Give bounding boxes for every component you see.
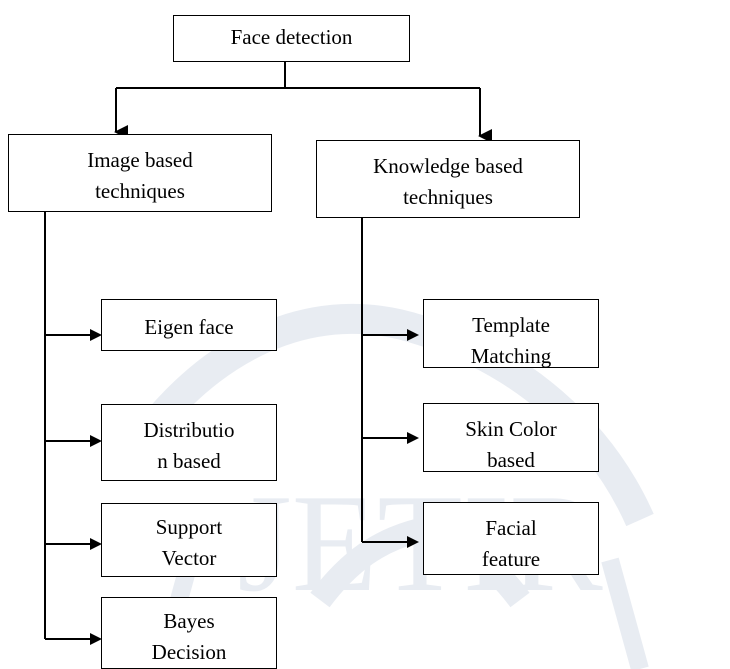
support-vector-box: Support Vector [101, 503, 277, 577]
eigen-face-label: Eigen face [144, 315, 234, 339]
distribution-based-line1: Distributio [143, 418, 235, 442]
facial-feature-box: Facial feature [423, 502, 599, 575]
support-vector-line1: Support [155, 515, 223, 539]
knowledge-based-box: Knowledge based techniques [316, 140, 580, 218]
face-detection-label: Face detection [230, 25, 353, 49]
knowledge-based-label-line1: Knowledge based [373, 154, 523, 178]
eigen-face-box: Eigen face [101, 299, 277, 351]
skin-color-line2: based [487, 448, 535, 472]
bayes-decision-box: Bayes Decision [101, 597, 277, 669]
template-matching-box: Template Matching [423, 299, 599, 368]
template-matching-line1: Template [472, 313, 550, 337]
template-matching-line2: Matching [470, 344, 552, 368]
facial-feature-line2: feature [481, 547, 541, 571]
distribution-based-box: Distributio n based [101, 404, 277, 481]
image-based-box: Image based techniques [8, 134, 272, 212]
bayes-decision-line2: Decision [151, 640, 227, 664]
skin-color-based-box: Skin Color based [423, 403, 599, 472]
distribution-based-line2: n based [157, 449, 221, 473]
knowledge-based-label-line2: techniques [403, 185, 493, 209]
bayes-decision-line1: Bayes [163, 609, 215, 633]
skin-color-line1: Skin Color [465, 417, 557, 441]
support-vector-line2: Vector [161, 546, 217, 570]
image-based-label-line1: Image based [87, 148, 193, 172]
face-detection-box: Face detection [173, 15, 410, 62]
image-based-label-line2: techniques [95, 179, 185, 203]
facial-feature-line1: Facial [485, 516, 537, 540]
